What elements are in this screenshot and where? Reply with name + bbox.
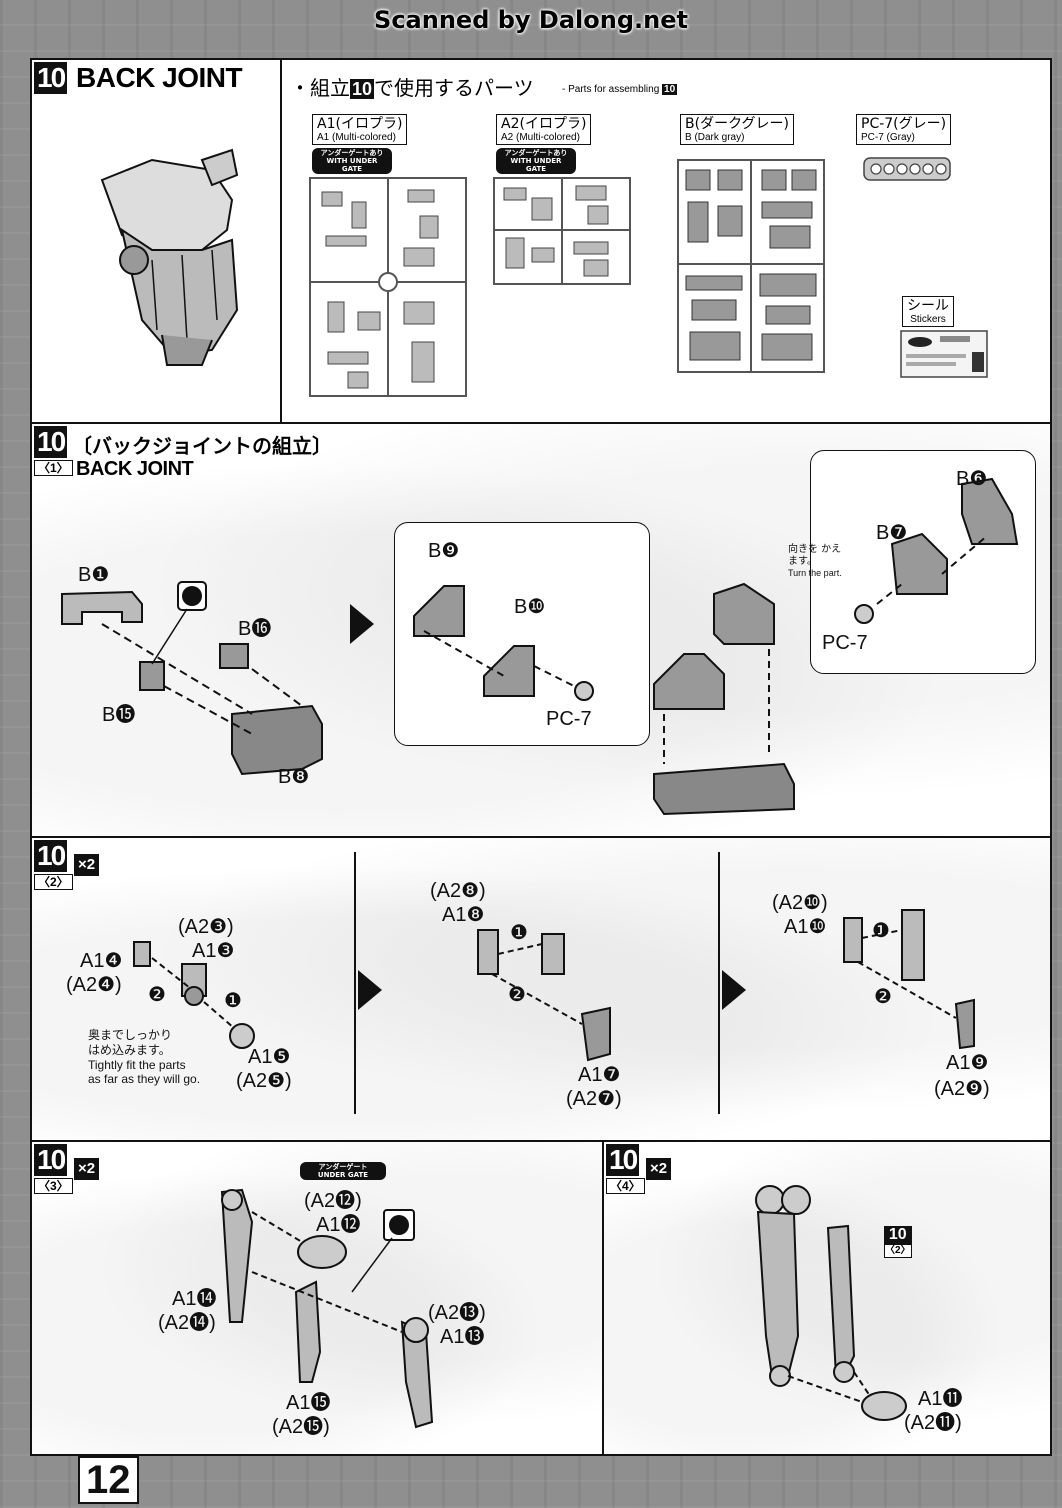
step-number: 10	[34, 1144, 68, 1176]
label-a1-9: A1❾	[946, 1052, 989, 1074]
step-number: 10	[34, 62, 68, 94]
a11-assembly-diagram	[755, 1185, 907, 1421]
label-a1-4: A1❹	[80, 950, 123, 972]
part-label-b6: B❻	[956, 468, 988, 490]
label-a2-10: (A2❿)	[772, 892, 828, 914]
order-badge-2: ❷	[148, 984, 166, 1006]
a7-a8-diagram	[477, 929, 611, 1062]
next-step-arrow	[350, 604, 374, 644]
runner-b-diagram	[677, 159, 825, 373]
under-gate-badge-a1: アンダーゲートあり WITH UNDER GATE	[312, 148, 392, 174]
runner-pc7-diagram	[863, 157, 951, 181]
label-a2-9: (A2❾)	[934, 1078, 990, 1100]
substep-label: 〈4〉	[606, 1178, 645, 1194]
label-a2-11: (A2⓫)	[904, 1412, 962, 1434]
label-a1-15: A1⓯	[286, 1392, 331, 1414]
part-label-b8: B❽	[278, 766, 310, 788]
runner-pc7-label: PC-7(グレー)PC-7 (Gray)	[856, 114, 952, 145]
quantity-badge: ×2	[74, 1158, 100, 1180]
under-gate-badge-a2: アンダーゲートあり WITH UNDER GATE	[496, 148, 576, 174]
back-joint-overview-panel: 10 BACK JOINT	[30, 58, 282, 424]
label-a1-14: A1⓮	[172, 1288, 217, 1310]
substep-label: 〈1〉	[34, 460, 73, 476]
step-10-4-panel: 10 ×2 〈4〉 10 〈2〉 A1⓫ (A2⓫)	[602, 1140, 1052, 1456]
step-title-en: BACK JOINT	[76, 458, 194, 480]
a12-a15-diagram	[220, 1188, 434, 1429]
step-title-jp: 〔バックジョイントの組立〕	[72, 434, 332, 458]
label-a1-10: A1❿	[784, 916, 827, 938]
b9-b10-diagram	[413, 585, 594, 701]
next-step-arrow	[722, 970, 746, 1010]
runner-a1-diagram	[309, 177, 467, 397]
label-a1-8: A1❽	[442, 904, 485, 926]
step-number: 10	[606, 1144, 640, 1176]
label-a2-15: (A2⓯)	[272, 1416, 330, 1438]
sticker-sheet	[900, 330, 988, 378]
runner-b-label: B(ダークグレー)B (Dark gray)	[680, 114, 794, 145]
step-number: 10	[34, 840, 68, 872]
label-a1-12: A1⓬	[316, 1214, 361, 1236]
label-a2-14: (A2⓮)	[158, 1312, 216, 1334]
watermark: Scanned by Dalong.net	[374, 6, 688, 34]
divider	[354, 852, 356, 1114]
next-step-arrow	[358, 970, 382, 1010]
side-plates-assembly-diagram	[653, 582, 795, 816]
substep-label: 〈3〉	[34, 1178, 73, 1194]
fit-instruction-note: 奥までしっかり はめ込みます。 Tightly fit the parts as…	[88, 1028, 201, 1086]
label-a2-12: (A2⓬)	[304, 1190, 362, 1212]
page-number: 12	[78, 1456, 139, 1504]
runner-a1-label: A1(イロプラ)A1 (Multi-colored)	[312, 114, 408, 145]
label-a2-4: (A2❹)	[66, 974, 122, 996]
a3-a4-a5-diagram	[133, 941, 255, 1049]
label-a2-13: (A2⓭)	[428, 1302, 486, 1324]
step-10-1-panel: 10 〔バックジョイントの組立〕 〈1〉 BACK JOINT B❶ B⓰ B⓯…	[30, 422, 1052, 838]
runner-a2-diagram	[493, 177, 631, 285]
part-label-pc7-a: PC-7	[546, 708, 592, 730]
label-a2-5: (A2❺)	[236, 1070, 292, 1092]
order-badge-1: ❶	[872, 920, 890, 942]
bracket-assembly-diagram	[61, 581, 323, 776]
part-label-b15: B⓯	[102, 704, 136, 726]
label-a1-11: A1⓫	[918, 1388, 963, 1410]
label-a1-3: A1❸	[192, 940, 235, 962]
part-label-b16: B⓰	[238, 618, 272, 640]
part-label-pc7-b: PC-7	[822, 632, 868, 654]
back-joint-illustration	[100, 148, 239, 366]
under-gate-badge: アンダーゲート UNDER GATE	[300, 1162, 386, 1180]
part-label-b10: B❿	[514, 596, 546, 618]
part-label-b1: B❶	[78, 564, 110, 586]
label-a1-7: A1❼	[578, 1064, 621, 1086]
label-a1-5: A1❺	[248, 1046, 291, 1068]
order-badge-2: ❷	[874, 986, 892, 1008]
turn-part-note: 向きを かえます。 Turn the part.	[788, 544, 842, 578]
order-badge-2: ❷	[508, 984, 526, 1006]
step-ref-badge: 10	[350, 79, 375, 99]
part-label-b9: B❾	[428, 540, 460, 562]
substep-label: 〈2〉	[34, 874, 73, 890]
part-label-b7: B❼	[876, 522, 908, 544]
label-a2-7: (A2❼)	[566, 1088, 622, 1110]
order-badge-1: ❶	[510, 922, 528, 944]
b6-b7-diagram	[854, 477, 1019, 624]
parts-heading-en: - Parts for assembling 10	[562, 84, 678, 95]
step-number: 10	[34, 426, 68, 458]
runner-a2-label: A2(イロプラ)A2 (Multi-colored)	[496, 114, 592, 145]
divider	[718, 852, 720, 1114]
label-a2-8: (A2❽)	[430, 880, 486, 902]
step-reference-badge: 10 〈2〉	[884, 1226, 912, 1258]
step-10-2-panel: 10 ×2 〈2〉 (A2❸) A1❸ A1❹ (A2❹) A1❺ (A2❺) …	[30, 836, 1052, 1142]
a9-a10-diagram	[843, 909, 975, 1050]
quantity-badge: ×2	[74, 854, 100, 876]
label-a2-3: (A2❸)	[178, 916, 234, 938]
order-badge-1: ❶	[224, 990, 242, 1012]
label-a1-13: A1⓭	[440, 1326, 485, 1348]
section-title: BACK JOINT	[76, 62, 243, 93]
step-10-3-panel: 10 ×2 〈3〉 アンダーゲート UNDER GATE (A2⓬) A1⓬ A…	[30, 1140, 606, 1456]
quantity-badge: ×2	[646, 1158, 672, 1180]
